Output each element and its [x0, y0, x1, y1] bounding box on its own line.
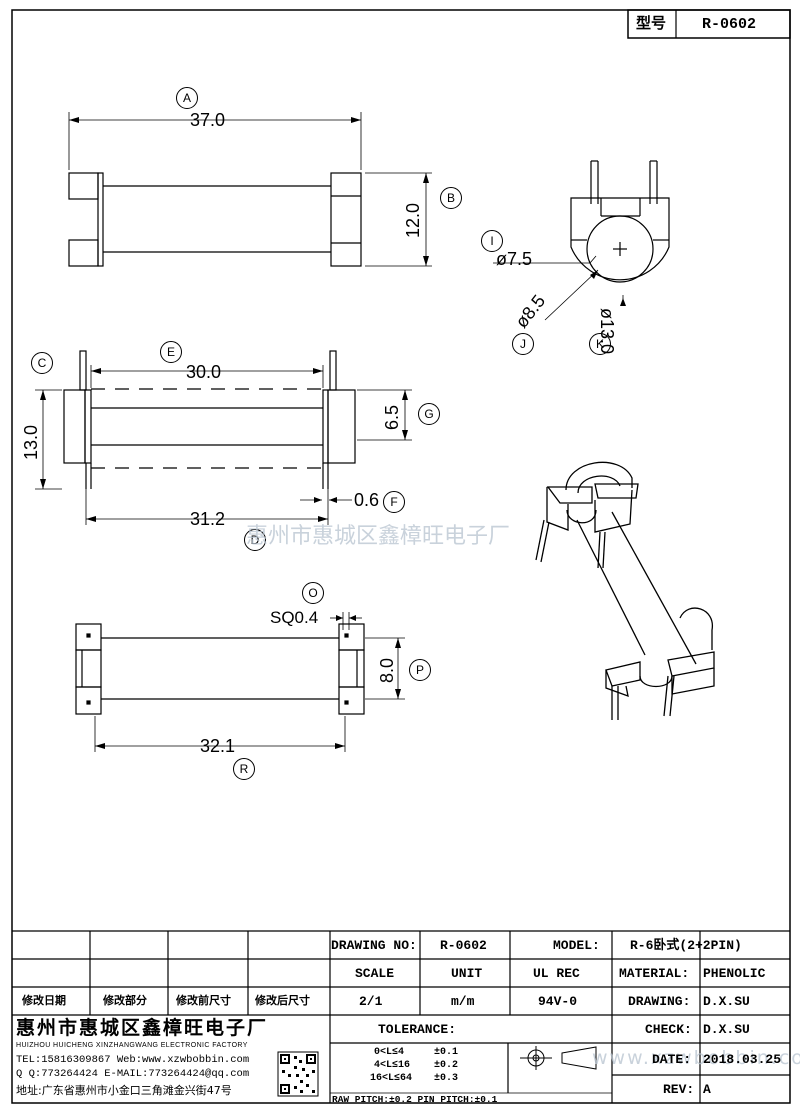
dim-f: 0.6	[354, 490, 380, 510]
material-value: PHENOLIC	[703, 966, 766, 981]
rev-header-before: 修改前尺寸	[176, 994, 231, 1007]
rev-label: REV:	[663, 1082, 695, 1097]
balloon-g: G	[418, 403, 440, 425]
rev-value: A	[703, 1082, 711, 1097]
dim-a: 37.0	[190, 110, 226, 130]
ul-rec-label: UL REC	[533, 966, 580, 981]
drawing-no-label: DRAWING NO:	[331, 938, 417, 953]
balloon-i: I	[481, 230, 503, 252]
check-label: CHECK:	[645, 1022, 692, 1037]
balloon-o: O	[302, 582, 324, 604]
rev-header-part: 修改部分	[103, 994, 147, 1007]
tol-range-2: 4<L≤16	[374, 1060, 411, 1071]
address: 地址:广东省惠州市小金口三角滩金兴街47号	[16, 1084, 232, 1097]
balloon-e: E	[160, 341, 182, 363]
unit-label: UNIT	[451, 966, 483, 981]
company-name-en: HUIZHOU HUICHENG XINZHANGWANG ELECTRONIC…	[16, 1042, 248, 1049]
drawing-by: D.X.SU	[703, 994, 750, 1009]
scale-value: 2/1	[359, 994, 383, 1009]
unit-value: m/m	[451, 994, 475, 1009]
tol-range-3: 16<L≤64	[370, 1073, 413, 1084]
projection-symbol	[520, 1046, 597, 1070]
tol-range-1: 0<L≤4	[374, 1047, 405, 1058]
tol-value-2: ±0.2	[434, 1060, 459, 1071]
ul-rec-value: 94V-0	[538, 994, 578, 1009]
rev-header-date: 修改日期	[22, 994, 66, 1007]
end-view	[493, 160, 670, 321]
watermark-cn: 惠州市惠城区鑫樟旺电子厂	[246, 524, 511, 549]
date-value: 2018.03.25	[703, 1052, 782, 1067]
bottom-view	[75, 612, 405, 752]
date-label: DATE:	[652, 1052, 692, 1067]
dim-e: 30.0	[186, 362, 222, 382]
drawing-no-value: R-0602	[440, 938, 487, 953]
model-label: MODEL:	[553, 938, 600, 953]
dim-o: SQ0.4	[270, 608, 319, 627]
dim-p: 8.0	[377, 657, 397, 683]
dim-i: ø7.5	[496, 249, 533, 269]
balloon-b: B	[440, 187, 462, 209]
balloon-a: A	[176, 87, 198, 109]
qr-code	[277, 1051, 319, 1097]
balloon-f: F	[383, 491, 405, 513]
balloon-d: D	[244, 529, 266, 551]
model-value: R-6卧式(2+2PIN)	[630, 938, 742, 953]
pitch-note: RAW PITCH:±0.2 PIN PITCH:±0.1	[332, 1094, 498, 1105]
balloon-j: J	[512, 333, 534, 355]
title-block-grid	[12, 930, 790, 1103]
rev-header-after: 修改后尺寸	[255, 994, 310, 1007]
dim-b: 12.0	[403, 202, 423, 238]
dim-d: 31.2	[190, 509, 226, 529]
dim-c: 13.0	[21, 424, 41, 460]
side-view	[35, 350, 412, 525]
dim-r: 32.1	[200, 736, 236, 756]
model-code: R-0602	[702, 16, 757, 33]
contact-line-2: Q Q:773264424 E-MAIL:773264424@qq.com	[16, 1068, 250, 1080]
tolerance-label: TOLERANCE:	[378, 1022, 457, 1037]
watermark-url: www.xzwbobbin.com	[592, 1047, 800, 1069]
balloon-c: C	[31, 352, 53, 374]
dim-k: ø13.0	[597, 308, 617, 355]
tol-value-1: ±0.1	[434, 1047, 459, 1058]
top-view	[68, 112, 432, 267]
header-box	[627, 9, 791, 39]
company-name-cn: 惠州市惠城区鑫樟旺电子厂	[16, 1017, 269, 1039]
balloon-r: R	[233, 758, 255, 780]
contact-line-1: TEL:15816309867 Web:www.xzwbobbin.com	[16, 1054, 250, 1066]
material-label: MATERIAL:	[619, 966, 690, 981]
balloon-p: P	[409, 659, 431, 681]
isometric-view	[535, 461, 715, 720]
dim-g: 6.5	[382, 404, 402, 430]
type-label: 型号	[636, 14, 667, 32]
tol-value-3: ±0.3	[434, 1073, 459, 1084]
balloon-k: K	[589, 333, 611, 355]
sheet-border	[11, 9, 791, 1104]
scale-label: SCALE	[355, 966, 395, 981]
check-by: D.X.SU	[703, 1022, 750, 1037]
drawing-label: DRAWING:	[628, 994, 691, 1009]
